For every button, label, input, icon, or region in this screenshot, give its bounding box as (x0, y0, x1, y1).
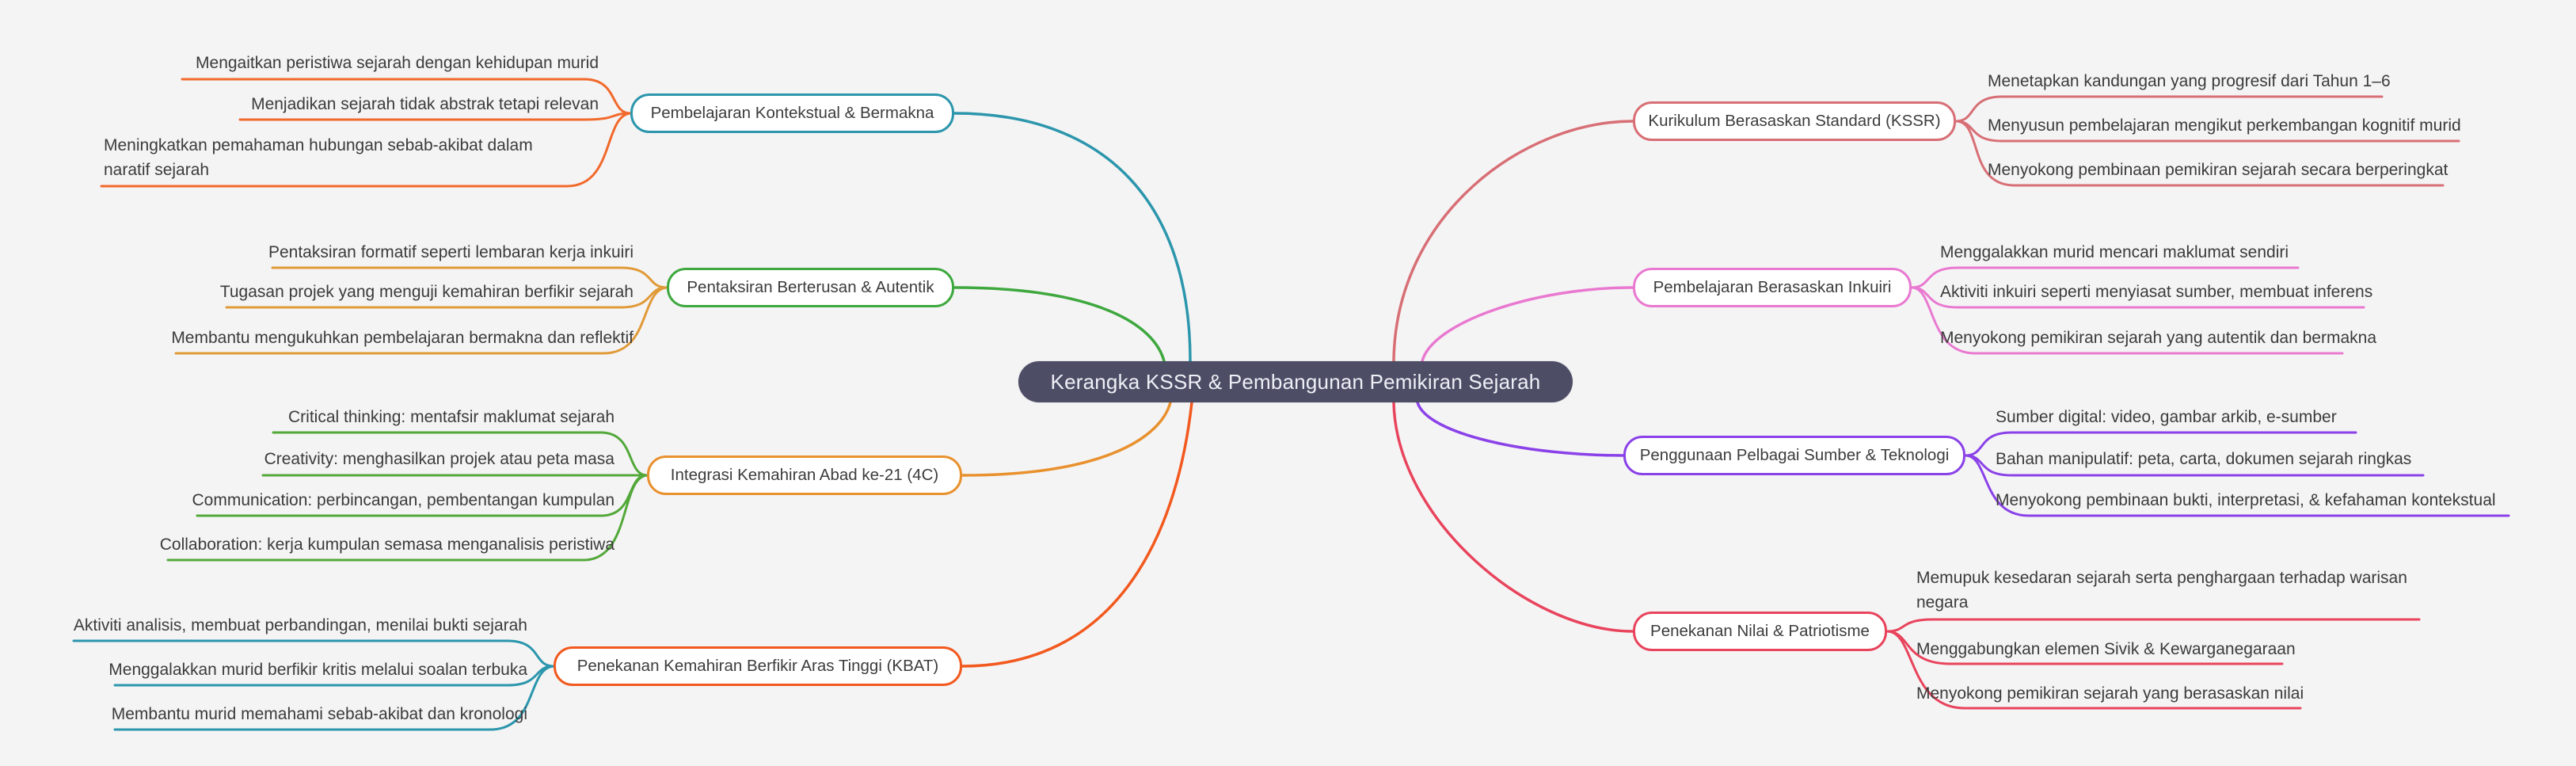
link-branch-5-child-2 (1910, 286, 2344, 355)
child-topic: Sumber digital: video, gambar arkib, e-s… (1996, 408, 2337, 426)
child-topic: Memupuk kesedaran sejarah serta pengharg… (1916, 569, 2407, 612)
child-topic: Menyokong pemikiran sejarah yang berasas… (1916, 684, 2304, 703)
child-topic: Tugasan projek yang menguji kemahiran be… (219, 283, 634, 301)
child-topic: Critical thinking: mentafsir maklumat se… (288, 408, 615, 426)
link-root-branch-1 (953, 286, 1166, 363)
branch-node-pembelajaran-inkuiri[interactable]: Pembelajaran Berasaskan Inkuiri (1633, 268, 1912, 307)
child-topic: Membantu murid memahami sebab-akibat dan… (111, 705, 527, 723)
child-topic: Aktiviti analisis, membuat perbandingan,… (73, 616, 527, 635)
child-topic: Meningkatkan pemahaman hubungan sebab-ak… (104, 136, 533, 179)
child-topic: Menetapkan kandungan yang progresif dari… (1988, 72, 2391, 90)
link-branch-2-child-3 (166, 474, 649, 562)
link-branch-5-child-0 (1910, 266, 2300, 289)
child-topic: Aktiviti inkuiri seperti menyiasat sumbe… (1940, 283, 2373, 301)
child-topic: Menggabungkan elemen Sivik & Kewarganega… (1916, 640, 2296, 658)
link-branch-1-child-0 (271, 266, 668, 289)
link-branch-6-child-0 (1964, 431, 2357, 457)
link-root-branch-4 (1392, 120, 1634, 363)
child-topic: Communication: perbincangan, pembentanga… (192, 491, 615, 509)
branch-node-kurikulum-kssr[interactable]: Kurikulum Berasaskan Standard (KSSR) (1633, 101, 1956, 141)
branch-node-kbat[interactable]: Penekanan Kemahiran Berfikir Aras Tinggi… (554, 646, 962, 686)
link-root-branch-7 (1392, 401, 1634, 633)
child-topic: Menggalakkan murid berfikir kritis melal… (108, 661, 527, 679)
child-topic: Menyokong pembinaan bukti, interpretasi,… (1996, 491, 2496, 509)
child-topic: Menjadikan sejarah tidak abstrak tetapi … (251, 95, 599, 113)
child-topic: Pentaksiran formatif seperti lembaran ke… (268, 243, 634, 261)
link-root-branch-5 (1421, 286, 1634, 363)
child-topic: Membantu mengukuhkan pembelajaran bermak… (171, 329, 634, 347)
root-topic-node[interactable]: Kerangka KSSR & Pembangunan Pemikiran Se… (1018, 361, 1573, 402)
branch-node-pentaksiran-berterusan[interactable]: Pentaksiran Berterusan & Autentik (667, 268, 954, 307)
link-root-branch-6 (1416, 401, 1625, 457)
link-branch-0-child-1 (238, 112, 632, 121)
branch-node-integrasi-4c[interactable]: Integrasi Kemahiran Abad ke-21 (4C) (647, 455, 962, 495)
link-branch-4-child-2 (1954, 120, 2445, 187)
link-branch-6-child-2 (1964, 454, 2510, 517)
link-root-branch-2 (961, 401, 1172, 477)
link-branch-2-child-0 (272, 431, 649, 477)
link-branch-3-child-2 (113, 665, 555, 731)
link-branch-1-child-2 (174, 286, 668, 355)
link-root-branch-0 (953, 112, 1192, 363)
link-branch-7-child-2 (1885, 630, 2302, 710)
link-branch-0-child-0 (181, 78, 632, 115)
link-branch-7-child-0 (1885, 618, 2421, 633)
branch-node-pembelajaran-kontekstual[interactable]: Pembelajaran Kontekstual & Bermakna (630, 93, 954, 133)
child-topic: Creativity: menghasilkan projek atau pet… (264, 450, 615, 468)
child-topic: Bahan manipulatif: peta, carta, dokumen … (1996, 450, 2412, 468)
child-topic: Mengaitkan peristiwa sejarah dengan kehi… (196, 54, 599, 72)
link-branch-0-child-2 (100, 112, 632, 188)
link-branch-4-child-0 (1954, 95, 2384, 123)
child-topic: Collaboration: kerja kumpulan semasa men… (159, 535, 615, 554)
link-branch-3-child-0 (72, 639, 555, 668)
branch-node-sumber-teknologi[interactable]: Penggunaan Pelbagai Sumber & Teknologi (1623, 436, 1965, 475)
branch-node-nilai-patriotisme[interactable]: Penekanan Nilai & Patriotisme (1633, 612, 1887, 651)
child-topic: Menyusun pembelajaran mengikut perkemban… (1988, 116, 2461, 135)
child-topic: Menggalakkan murid mencari maklumat send… (1940, 243, 2289, 261)
link-root-branch-3 (961, 401, 1193, 668)
child-topic: Menyokong pembinaan pemikiran sejarah se… (1988, 161, 2449, 179)
child-topic: Menyokong pemikiran sejarah yang autenti… (1940, 329, 2376, 347)
